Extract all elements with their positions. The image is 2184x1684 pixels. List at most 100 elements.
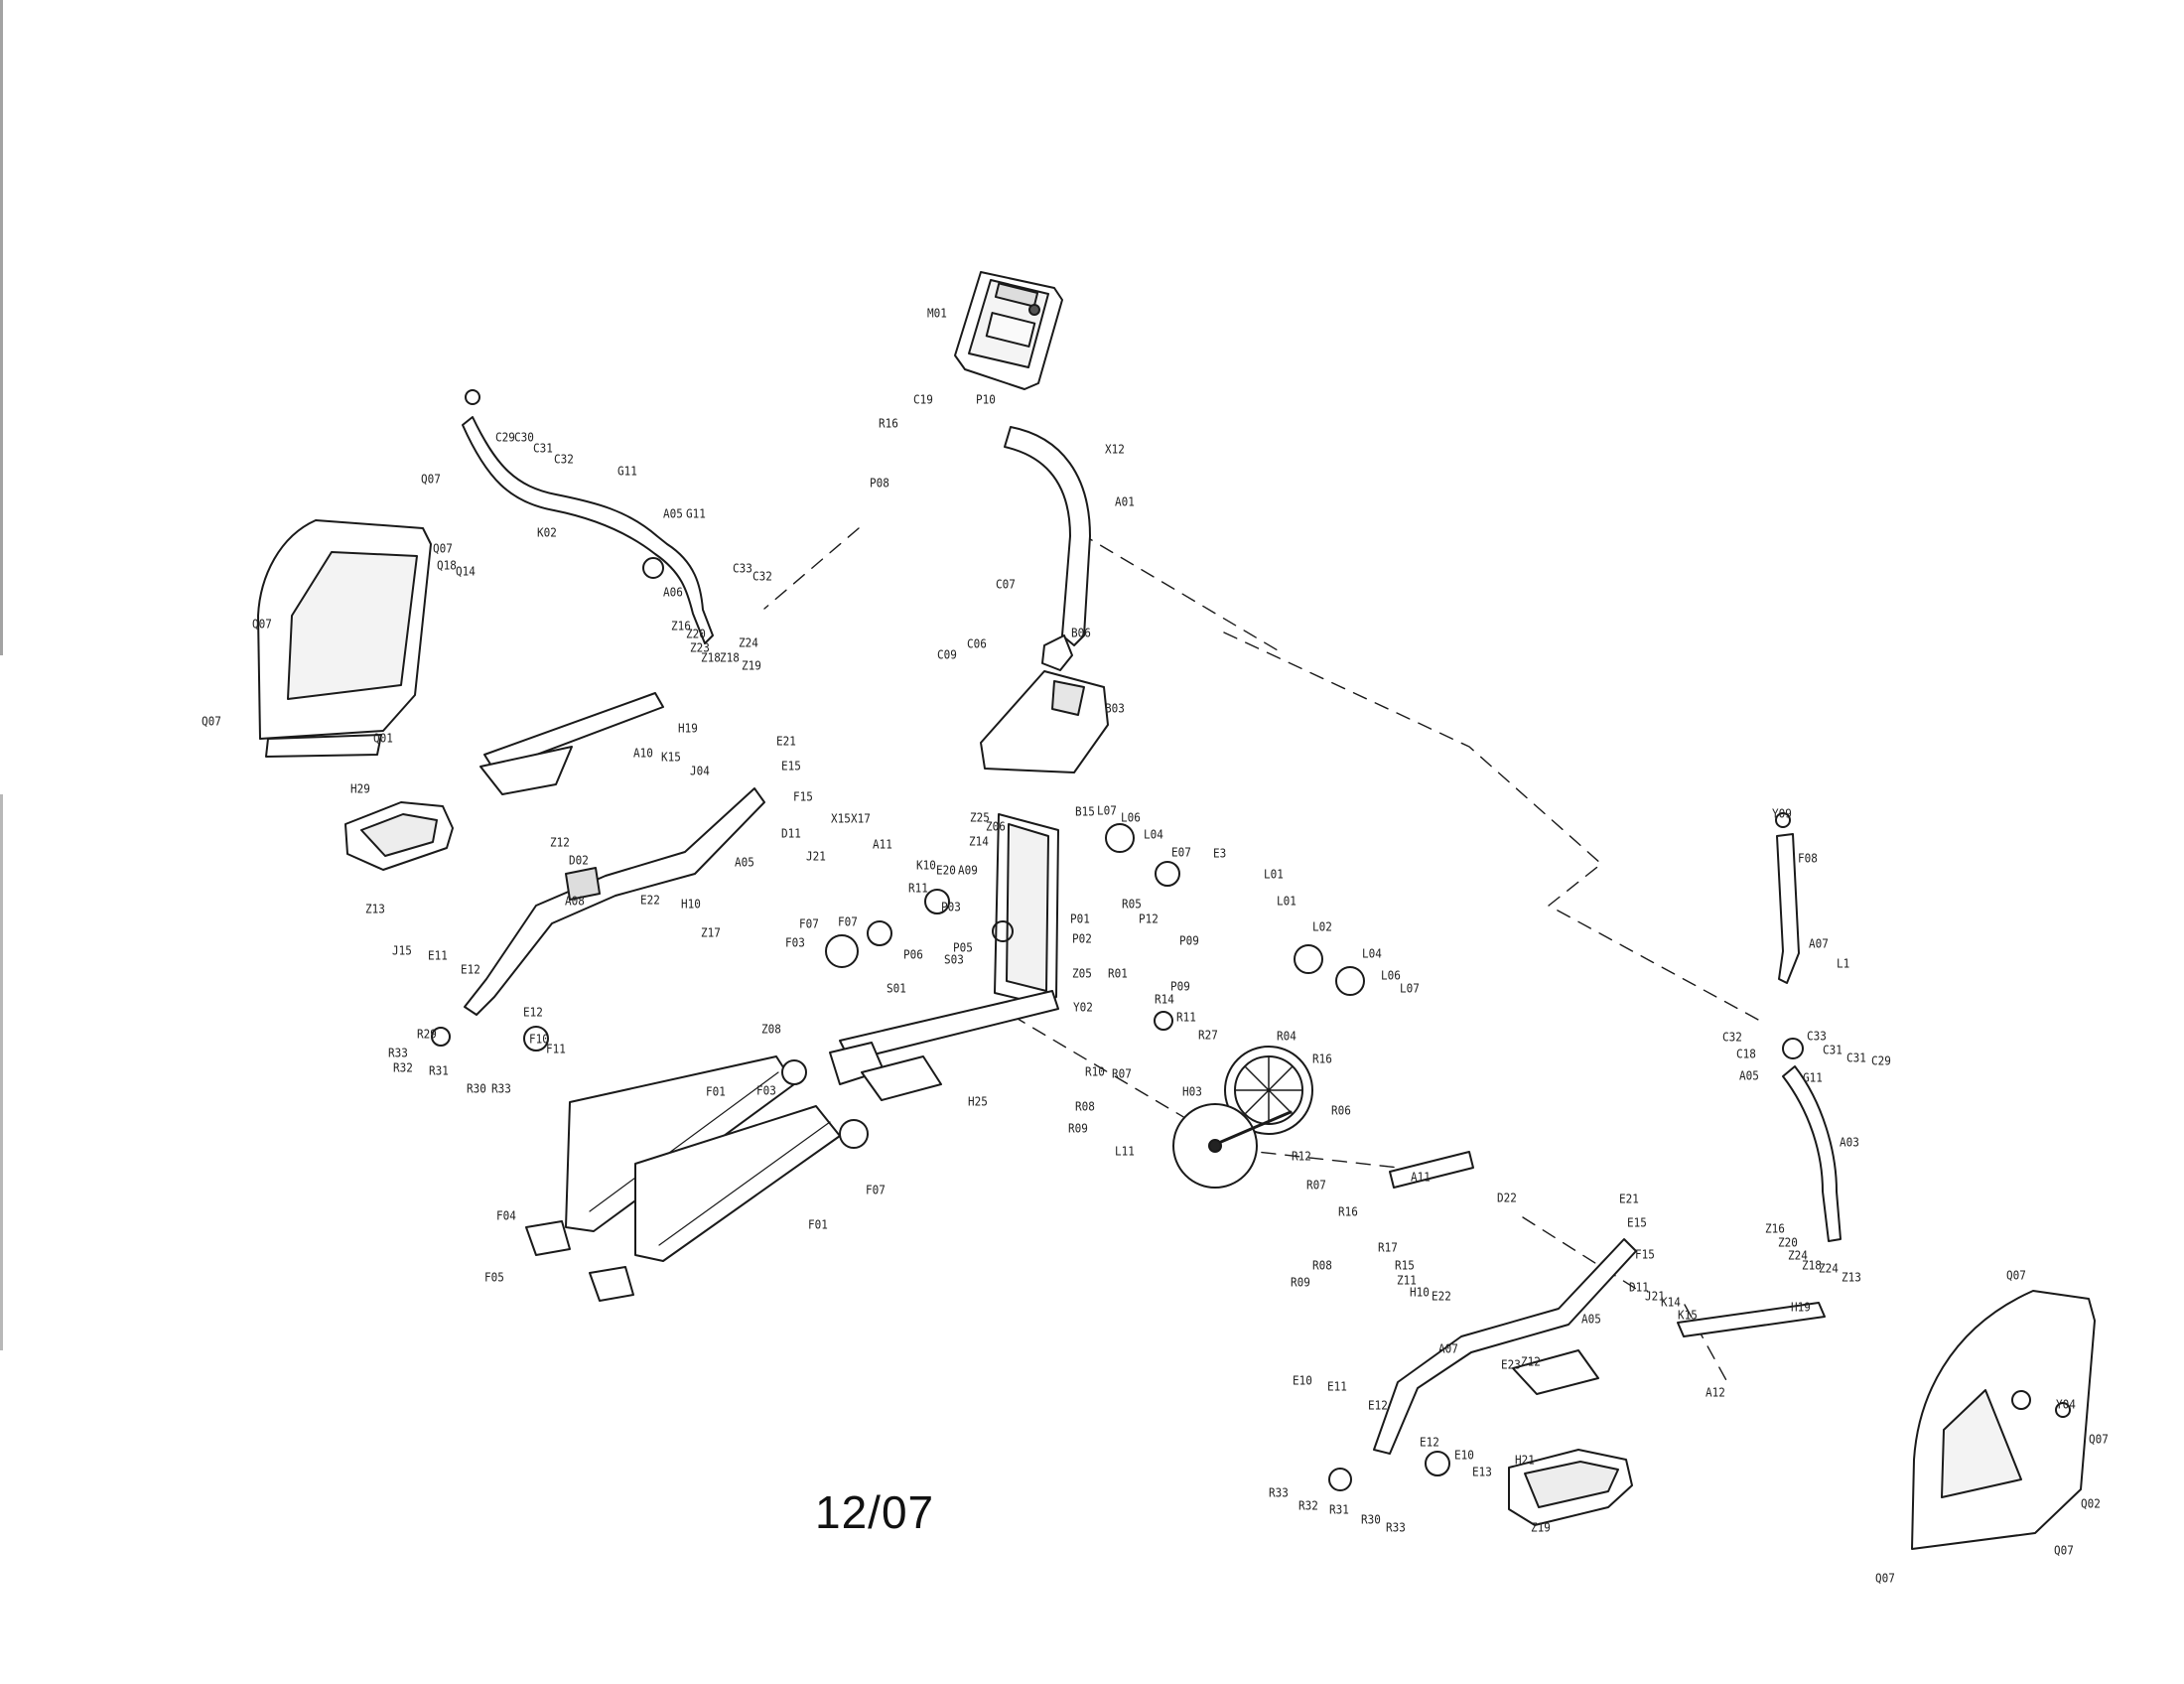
part-label: P09 [1170, 979, 1190, 994]
main-frame [829, 813, 1059, 1101]
part-label: F03 [756, 1083, 776, 1098]
date-stamp: 12/07 [815, 1486, 935, 1538]
part-label: L02 [1312, 919, 1332, 934]
part-label: L06 [1121, 810, 1141, 825]
part-label: L01 [1264, 867, 1284, 882]
part-label: L07 [1400, 981, 1420, 996]
part-label: Q07 [252, 617, 272, 632]
part-label: F03 [785, 935, 805, 950]
part-label: A03 [1840, 1135, 1859, 1150]
part-label: H03 [1182, 1084, 1202, 1099]
part-label: A05 [663, 506, 683, 521]
part-label: P02 [1072, 931, 1092, 946]
right-side-cover [1911, 1290, 2096, 1550]
part-label: C31 [1846, 1051, 1866, 1065]
part-label: Y04 [2056, 1397, 2076, 1412]
part-label: C33 [1807, 1029, 1827, 1044]
part-label: A10 [633, 746, 653, 761]
part-label: F04 [496, 1208, 516, 1223]
part-label: E21 [776, 734, 796, 749]
part-label: E23 [1501, 1357, 1521, 1372]
part-label: G11 [1803, 1070, 1823, 1085]
part-label: K02 [537, 525, 557, 540]
part-label: R31 [1329, 1502, 1349, 1517]
part-label: S01 [887, 981, 906, 996]
part-label: Y09 [1772, 806, 1792, 821]
part-label: B06 [1071, 626, 1091, 640]
part-label: R16 [1338, 1204, 1358, 1219]
part-label: F07 [838, 914, 858, 929]
part-label: P10 [976, 392, 996, 407]
part-label: Z25 [970, 810, 990, 825]
part-label: L01 [1277, 894, 1297, 909]
part-label: E21 [1619, 1192, 1639, 1206]
part-label: R16 [1312, 1052, 1332, 1066]
part-label: R30 [1361, 1512, 1381, 1527]
left-pedal-arm [464, 787, 765, 1016]
part-label: C06 [967, 636, 987, 651]
right-handlebar [1775, 812, 1842, 1242]
part-label: R33 [388, 1046, 408, 1060]
part-label: Q02 [2081, 1496, 2101, 1511]
part-label: E15 [781, 759, 801, 773]
part-label: R29 [417, 1027, 437, 1042]
part-label: R08 [1312, 1258, 1332, 1273]
part-label: E12 [461, 962, 480, 977]
part-label: C33 [733, 561, 752, 576]
part-label: G11 [617, 464, 637, 479]
part-label: A11 [873, 837, 892, 852]
part-label: J04 [690, 764, 710, 778]
part-label: R11 [1176, 1010, 1196, 1025]
part-label: A06 [663, 585, 683, 600]
part-label: K15 [1678, 1308, 1698, 1323]
part-label: Z12 [1521, 1354, 1541, 1369]
part-label: H10 [1410, 1285, 1430, 1300]
console-display [954, 271, 1063, 390]
rear-stabilizer-rails [525, 1055, 841, 1302]
part-label: Z19 [742, 658, 761, 673]
part-label: Z05 [1072, 966, 1092, 981]
part-label: R01 [1108, 966, 1128, 981]
part-label: R33 [1269, 1485, 1289, 1500]
part-label: E10 [1454, 1448, 1474, 1463]
part-label: R07 [1306, 1178, 1326, 1193]
part-label: P01 [1070, 912, 1090, 926]
part-label: Q01 [373, 731, 393, 746]
part-label: C18 [1736, 1047, 1756, 1061]
part-label: R27 [1198, 1028, 1218, 1043]
part-label: R15 [1395, 1258, 1415, 1273]
part-label: C30 [514, 430, 534, 445]
left-handlebar [462, 389, 714, 644]
part-label: F15 [793, 789, 813, 804]
left-foot-pedal [344, 801, 454, 871]
part-label: C09 [937, 647, 957, 662]
part-label: C29 [495, 430, 515, 445]
part-label: F01 [808, 1217, 828, 1232]
part-label: Q07 [2089, 1432, 2109, 1447]
part-label: H21 [1515, 1453, 1535, 1468]
scan-edge-marks [0, 0, 3, 655]
part-label: E12 [523, 1005, 543, 1020]
part-label: Z14 [969, 834, 989, 849]
part-label: J21 [1645, 1289, 1665, 1304]
part-label: Z23 [690, 640, 710, 655]
part-label: C32 [554, 452, 574, 467]
part-label: A07 [1438, 1341, 1458, 1356]
part-label: A05 [1581, 1312, 1601, 1327]
part-label: F05 [484, 1270, 504, 1285]
part-label: R06 [1331, 1103, 1351, 1118]
part-label: Z12 [550, 835, 570, 850]
part-label: Z16 [671, 619, 691, 633]
part-label: K14 [1661, 1295, 1681, 1310]
part-label: E12 [1420, 1435, 1439, 1450]
part-label: R12 [1292, 1149, 1311, 1164]
part-label: Z24 [739, 635, 758, 650]
part-label: A11 [1411, 1170, 1431, 1185]
right-link-arm [1389, 1151, 1599, 1395]
hardware-parts [431, 557, 1804, 1491]
part-label: R05 [1122, 897, 1142, 912]
part-label: Y02 [1073, 1000, 1093, 1015]
part-label: H10 [681, 897, 701, 912]
part-label: F10 [529, 1032, 549, 1047]
part-label: X12 [1105, 442, 1125, 457]
